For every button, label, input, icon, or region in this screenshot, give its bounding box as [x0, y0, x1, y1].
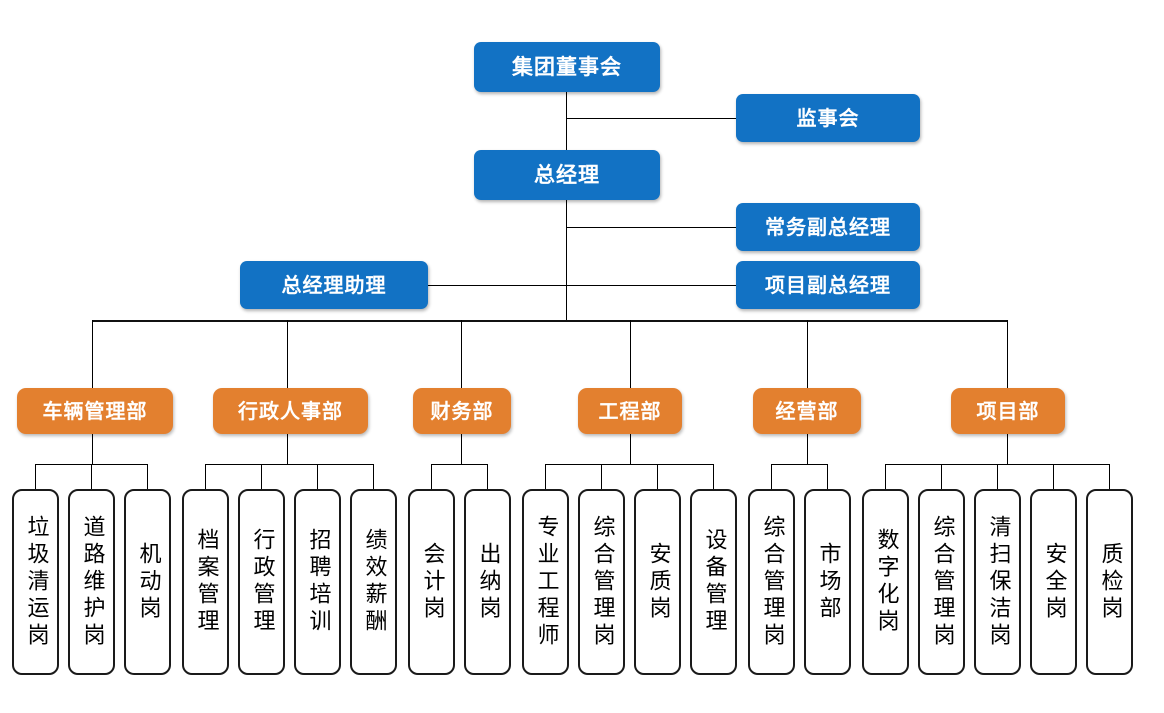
connector-c-admin-bus	[205, 464, 373, 465]
connector-c-proj-d3	[997, 464, 998, 489]
department-node-admin-hr[interactable]: 行政人事部	[213, 388, 368, 434]
executive-node-project-vgm[interactable]: 项目副总经理	[736, 261, 920, 309]
post-node-post-02[interactable]: 道路维护岗	[68, 489, 115, 675]
connector-c-admin-d4	[373, 464, 374, 489]
connector-c-vehicle-d1	[35, 464, 36, 489]
department-node-vehicle[interactable]: 车辆管理部	[17, 388, 173, 434]
connector-c-vehicle-d3	[147, 464, 148, 489]
connector-c-vehicle-stem	[92, 434, 93, 464]
connector-c-oper-d1	[771, 464, 772, 489]
post-node-post-05[interactable]: 行政管理	[238, 489, 285, 675]
connector-c-oper-bus	[771, 464, 827, 465]
connector-c-finance-d2	[487, 464, 488, 489]
executive-node-supervisory[interactable]: 监事会	[736, 94, 920, 142]
post-node-post-09[interactable]: 出纳岗	[464, 489, 511, 675]
connector-c-proj-d5	[1109, 464, 1110, 489]
post-node-post-10[interactable]: 专业工程师	[522, 489, 569, 675]
connector-c-gm-down	[566, 200, 567, 320]
post-node-post-17[interactable]: 综合管理岗	[918, 489, 965, 675]
connector-c-finance-stem	[461, 434, 462, 464]
executive-node-board[interactable]: 集团董事会	[474, 42, 660, 92]
connector-c-oper-stem	[807, 434, 808, 464]
connector-c-admin-stem	[287, 434, 288, 464]
connector-c-eng-d1	[545, 464, 546, 489]
connector-c-drop-operation	[807, 320, 808, 388]
post-node-post-15[interactable]: 市场部	[804, 489, 851, 675]
post-node-post-03[interactable]: 机动岗	[124, 489, 171, 675]
connector-c-vehicle-d2	[91, 464, 92, 489]
post-node-post-04[interactable]: 档案管理	[182, 489, 229, 675]
post-node-post-08[interactable]: 会计岗	[408, 489, 455, 675]
executive-node-gm[interactable]: 总经理	[474, 150, 660, 200]
connector-c-proj-stem	[1007, 434, 1008, 464]
department-node-finance[interactable]: 财务部	[413, 388, 511, 434]
connector-c-eng-stem	[630, 434, 631, 464]
connector-c-eng-d4	[713, 464, 714, 489]
post-node-post-20[interactable]: 质检岗	[1086, 489, 1133, 675]
post-node-post-01[interactable]: 垃圾清运岗	[12, 489, 59, 675]
connector-c-admin-d1	[205, 464, 206, 489]
connector-c-gm-assistant	[428, 285, 566, 286]
connector-c-oper-d2	[827, 464, 828, 489]
post-node-post-19[interactable]: 安全岗	[1030, 489, 1077, 675]
connector-c-proj-d1	[885, 464, 886, 489]
connector-c-eng-d3	[657, 464, 658, 489]
connector-c-trunk	[92, 320, 1007, 322]
post-node-post-11[interactable]: 综合管理岗	[578, 489, 625, 675]
post-node-post-18[interactable]: 清扫保洁岗	[974, 489, 1021, 675]
connector-c-finance-d1	[431, 464, 432, 489]
post-node-post-14[interactable]: 综合管理岗	[748, 489, 795, 675]
connector-c-gm-projvgm	[566, 285, 736, 286]
department-node-project[interactable]: 项目部	[951, 388, 1065, 434]
connector-c-drop-engineer	[630, 320, 631, 388]
connector-c-proj-d2	[941, 464, 942, 489]
connector-c-proj-d4	[1053, 464, 1054, 489]
connector-c-drop-adminhr	[287, 320, 288, 388]
connector-c-eng-bus	[545, 464, 713, 465]
department-node-engineer[interactable]: 工程部	[578, 388, 682, 434]
connector-c-board-down	[566, 92, 567, 150]
connector-c-gm-execvgm	[566, 227, 736, 228]
connector-c-drop-project	[1007, 320, 1008, 388]
connector-c-eng-d2	[601, 464, 602, 489]
post-node-post-12[interactable]: 安质岗	[634, 489, 681, 675]
connector-c-drop-vehicle	[92, 320, 93, 388]
post-node-post-16[interactable]: 数字化岗	[862, 489, 909, 675]
department-node-operation[interactable]: 经营部	[753, 388, 861, 434]
connector-c-board-superv	[566, 118, 736, 119]
connector-c-drop-finance	[461, 320, 462, 388]
executive-node-exec-vgm[interactable]: 常务副总经理	[736, 203, 920, 251]
executive-node-gm-assistant[interactable]: 总经理助理	[240, 261, 428, 309]
post-node-post-13[interactable]: 设备管理	[690, 489, 737, 675]
connector-c-admin-d3	[317, 464, 318, 489]
connector-c-finance-bus	[431, 464, 487, 465]
post-node-post-06[interactable]: 招聘培训	[294, 489, 341, 675]
post-node-post-07[interactable]: 绩效薪酬	[350, 489, 397, 675]
connector-c-admin-d2	[261, 464, 262, 489]
